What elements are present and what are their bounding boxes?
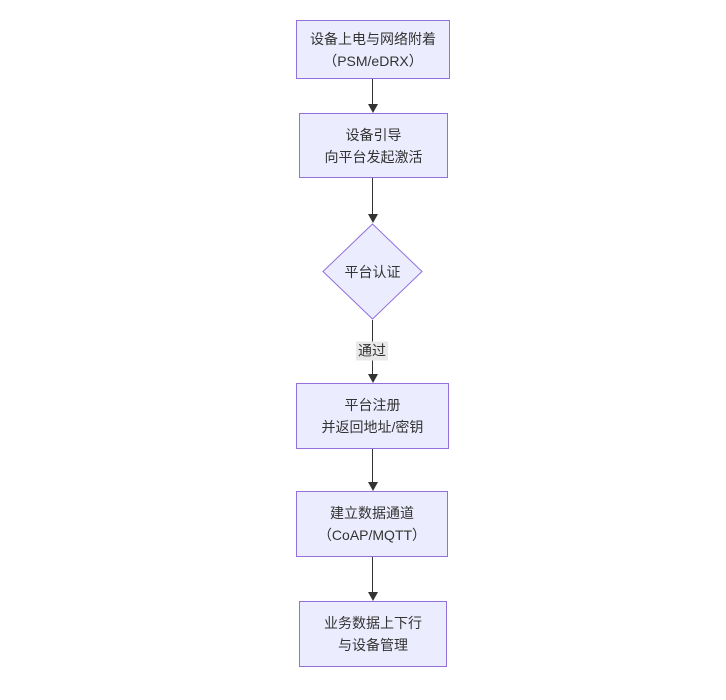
- arrowhead-icon-1: [368, 104, 378, 113]
- edge-line-2: [372, 178, 373, 214]
- node-data-channel: 建立数据通道 （CoAP/MQTT）: [296, 491, 448, 557]
- node-line: 建立数据通道: [330, 505, 414, 521]
- edge-line-5: [372, 557, 373, 592]
- arrowhead-icon-4: [368, 482, 378, 491]
- node-device-bootstrap: 设备引导 向平台发起激活: [299, 113, 448, 178]
- node-line: 平台注册: [344, 397, 401, 413]
- arrowhead-icon-5: [368, 592, 378, 601]
- node-power-network-attach: 设备上电与网络附着 （PSM/eDRX）: [296, 20, 450, 79]
- arrowhead-icon-2: [368, 214, 378, 223]
- diamond-shape: [322, 223, 423, 320]
- node-line: 向平台发起激活: [324, 148, 423, 165]
- node-platform-register: 平台注册 并返回地址/密钥: [296, 383, 449, 449]
- node-line: （CoAP/MQTT）: [317, 527, 427, 543]
- edge-line-4: [372, 449, 373, 482]
- node-line: 并返回地址/密钥: [321, 419, 424, 435]
- decision-platform-auth: 平台认证: [322, 223, 423, 320]
- node-line: 平台认证: [344, 263, 401, 280]
- node-line: 业务数据上下行: [324, 615, 422, 631]
- arrowhead-icon-3: [368, 374, 378, 383]
- node-line: 与设备管理: [338, 637, 408, 653]
- node-line: （PSM/eDRX）: [323, 52, 423, 69]
- node-line: 设备引导: [345, 126, 402, 143]
- node-business-data-mgmt: 业务数据上下行 与设备管理: [299, 601, 447, 667]
- edge-line-1: [372, 79, 373, 104]
- node-line: 设备上电与网络附着: [310, 30, 436, 47]
- edge-label-pass: 通过: [356, 341, 388, 361]
